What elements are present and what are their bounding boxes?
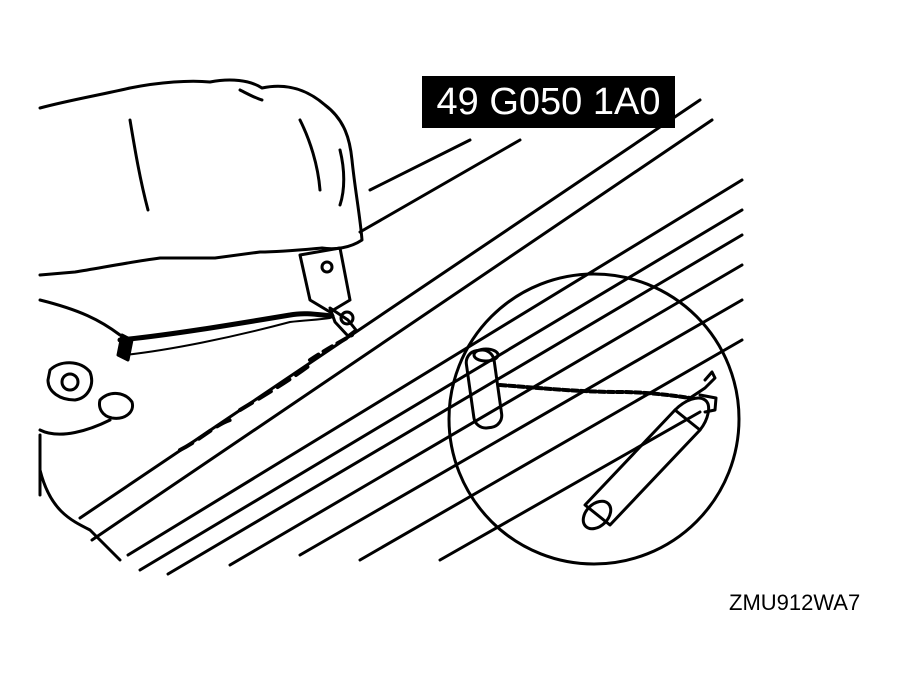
figure-code-label: ZMU912WA7 <box>729 590 861 615</box>
gloved-hand-icon <box>40 80 362 312</box>
sealant-cutter-tool-icon <box>48 308 356 450</box>
panel-edge-lines <box>80 100 742 574</box>
tool-number-callout: 49 G050 1A0 <box>422 76 675 128</box>
dashboard-contour <box>40 300 120 560</box>
detail-magnifier-circle-icon <box>449 274 739 564</box>
